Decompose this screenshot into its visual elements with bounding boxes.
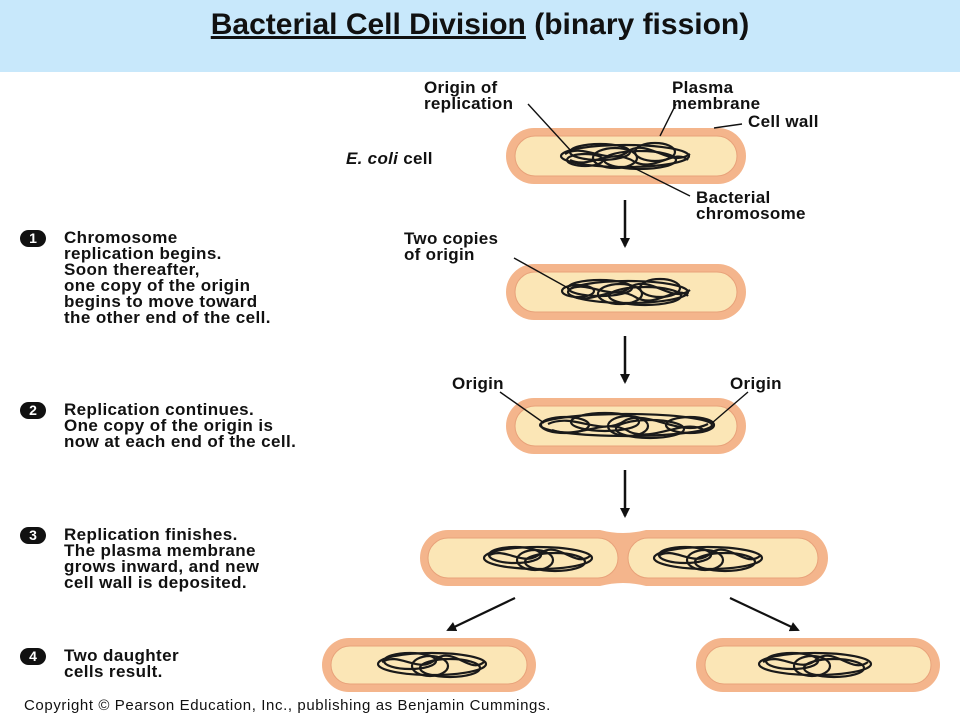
arrow-to-right-daughter [729,597,800,632]
step-4-text: Two daughter cells result. [64,646,179,681]
origin-of-replication-label: Origin of replication [424,78,514,113]
step-3-text: Replication finishes. The plasma membran… [64,525,260,592]
chromosome [538,411,716,440]
two-copies-of-origin-label: Two copies of origin [404,229,499,264]
ecoli-cell [506,128,746,184]
cell-wall-label: Cell wall [748,112,819,131]
plasma-membrane-label: Plasma membrane [672,78,761,113]
ecoli-rest: cell [398,149,433,168]
chromosome-right [652,545,764,573]
bacterial-chromosome [559,141,691,171]
leader-lines [499,103,749,424]
chromosome [560,277,691,307]
page-title: Bacterial Cell Division (binary fission) [0,8,960,42]
copyright-notice: Copyright © Pearson Education, Inc., pub… [24,697,551,714]
daughter-cell-left [322,638,536,692]
chromosome-left [482,545,594,573]
step-4-number: 4 [20,648,46,665]
chromosome [757,651,873,679]
plasma-membrane [330,645,528,685]
plasma-membrane [704,645,932,685]
daughter-cell-right [696,638,940,692]
title-bar [0,0,960,72]
origin-right-label: Origin [730,374,782,393]
step-2-text: Replication continues. One copy of the o… [64,400,297,451]
cell-step-1 [506,264,746,320]
ecoli-cell-label: E. coli cell [346,149,433,168]
dividing-cell [420,530,828,586]
arrow-to-left-daughter [446,597,516,632]
bacterial-chromosome-label: Bacterial chromosome [696,188,806,223]
chromosome [376,651,488,679]
step-1-text: Chromosome replication begins. Soon ther… [64,228,271,327]
title-sub: (binary fission) [525,8,750,41]
ecoli-italic: E. coli [346,149,399,168]
step-3-number: 3 [20,527,46,544]
step-2-number: 2 [20,402,46,419]
origin-left-label: Origin [452,374,504,393]
step-1-number: 1 [20,230,46,247]
cell-step-2 [506,398,746,454]
title-main: Bacterial Cell Division [210,8,526,41]
